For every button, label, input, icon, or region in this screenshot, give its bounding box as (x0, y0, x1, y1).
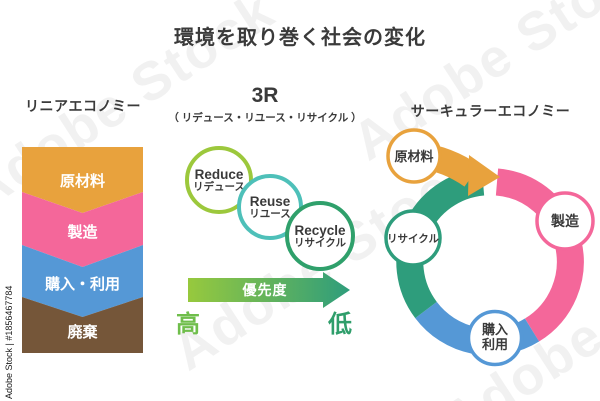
manufacture-node-label: 製造 (550, 213, 579, 229)
stage-manufacture-shape (22, 192, 143, 267)
purchase-use-node (466, 309, 524, 367)
recycle-node-label: リサイクル (387, 233, 439, 245)
priority-low-label: 低 (328, 311, 352, 338)
watermark-stock-id: Adobe Stock | #1856467784 (4, 285, 14, 399)
three-r-subheading: （ リデュース・リユース・リサイクル ） (168, 112, 362, 124)
stage-disposal-shape (22, 297, 143, 353)
recycle-node (384, 209, 442, 267)
priority-arrow-shape (188, 272, 350, 308)
raw-materials-node (386, 128, 442, 184)
purchase-use-node-label-line1: 購入 (481, 322, 508, 337)
raw-materials-arrow-head (468, 155, 500, 196)
stage-raw-materials-label: 原材料 (60, 172, 105, 190)
stage-raw-materials-shape (22, 147, 143, 213)
linear-economy-heading: リニアエコノミー (25, 98, 141, 114)
priority-arrow: 優先度 (188, 272, 350, 308)
circular-economy-heading: サーキュラーエコノミー (410, 103, 571, 119)
page-title: 環境を取り巻く社会の変化 (174, 27, 426, 49)
recycle-label-ja: リサイクル (294, 236, 346, 249)
stage-purchase-use-label: 購入・利用 (44, 275, 120, 293)
reduce-label-en: Reduce (194, 166, 244, 182)
raw-materials-node-label: 原材料 (394, 149, 433, 164)
manufacture-node (535, 191, 595, 251)
recycle-label-en: Recycle (294, 222, 346, 238)
reuse-label-en: Reuse (249, 193, 291, 209)
reuse-label-ja: リユース (249, 207, 291, 220)
priority-high-label: 高 (176, 311, 200, 338)
stage-purchase-use-shape (22, 245, 143, 317)
stage-manufacture-label: 製造 (66, 223, 97, 241)
reduce-label-ja: リデュース (193, 180, 245, 193)
circular-economy-diagram: 原材料 製造 購入 利用 リサイクル (384, 128, 595, 367)
linear-economy-diagram: 原材料 製造 購入・利用 廃棄 (22, 147, 143, 353)
three-r-heading: 3R (251, 84, 279, 107)
priority-arrow-label: 優先度 (242, 282, 288, 298)
purchase-use-node-label-line2: 利用 (482, 337, 508, 352)
recycle-circle: Recycle リサイクル (285, 201, 355, 271)
stage-disposal-label: 廃棄 (67, 323, 98, 341)
